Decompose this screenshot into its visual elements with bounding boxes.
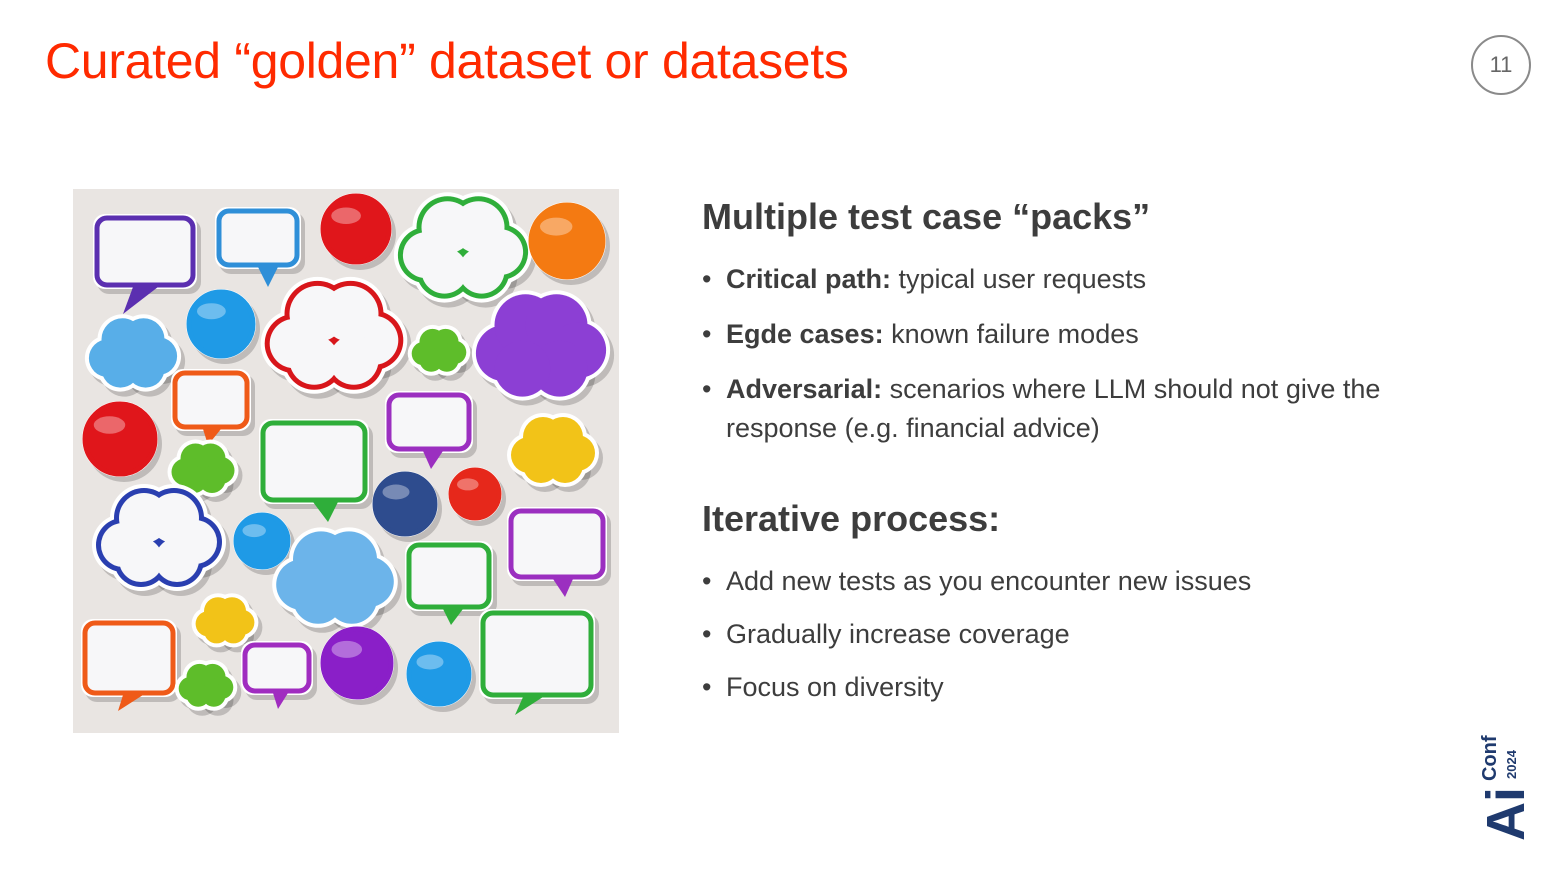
slide-title: Curated “golden” dataset or datasets [45,33,849,89]
pack-term: Critical path: [726,264,892,294]
pack-desc: scenarios where LLM should not give the … [726,374,1381,443]
speech-bubbles-illustration [73,189,619,733]
page-number: 11 [1471,35,1531,95]
packs-list: Critical path: typical user requests Egd… [702,260,1502,448]
pack-term: Adversarial: [726,374,883,404]
content-column: Multiple test case “packs” Critical path… [702,196,1502,721]
iterative-heading: Iterative process: [702,498,1001,539]
logo-main: Ai [1478,787,1530,841]
iterative-item: Add new tests as you encounter new issue… [702,562,1502,601]
iterative-item: Gradually increase coverage [702,615,1502,654]
pack-term: Egde cases: [726,319,884,349]
pack-desc: known failure modes [883,319,1139,349]
pack-item-edge-cases: Egde cases: known failure modes [702,315,1446,354]
speech-bubbles-icon [73,189,619,733]
aiconf-logo: Ai Conf 2024 [1476,685,1536,845]
logo-sub: Conf [1479,735,1501,781]
iterative-list: Add new tests as you encounter new issue… [702,562,1502,707]
pack-item-critical-path: Critical path: typical user requests [702,260,1446,299]
pack-item-adversarial: Adversarial: scenarios where LLM should … [702,370,1446,448]
logo-year: 2024 [1504,749,1519,779]
pack-desc: typical user requests [891,264,1147,294]
packs-heading: Multiple test case “packs” [702,196,1151,237]
iterative-item: Focus on diversity [702,668,1502,707]
